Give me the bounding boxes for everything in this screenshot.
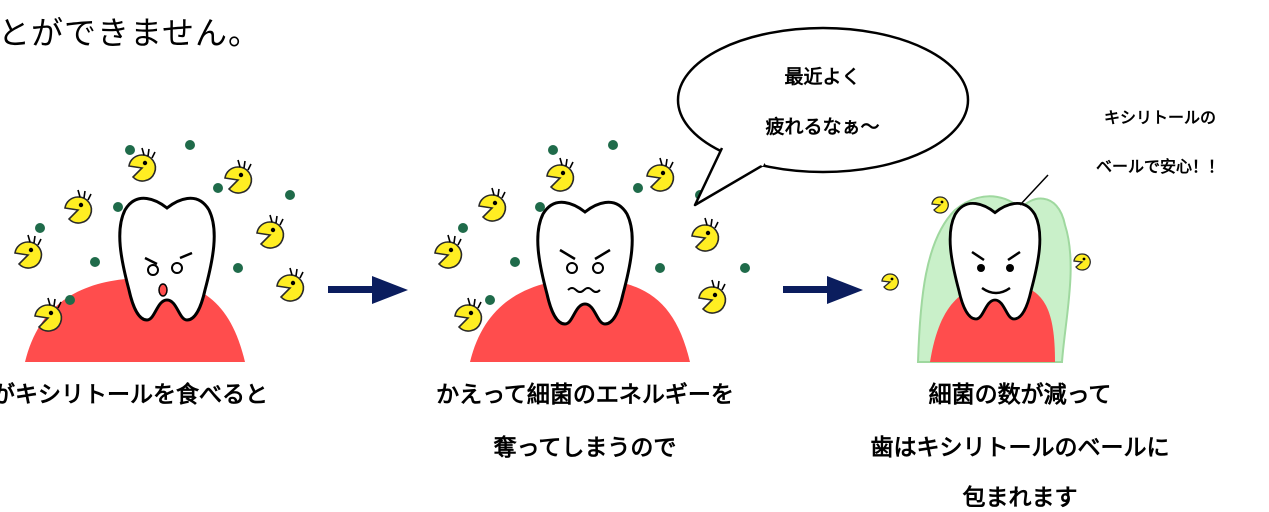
speech-bubble [676, 26, 970, 207]
panel3-caption-line-2: 歯はキシリトールのベールに [870, 435, 1170, 461]
intro-text: とができません。 [0, 14, 262, 52]
panel3-scene [881, 174, 1091, 363]
panel2-caption-line-1: かえって細菌のエネルギーを [436, 382, 734, 408]
panel3-caption-line-3: 包まれます [962, 485, 1078, 511]
arrow-1 [328, 276, 408, 304]
panel2-scene [434, 140, 750, 362]
speech-line-1: 最近よく [784, 66, 861, 88]
arrow-2 [783, 276, 863, 304]
note-pointer-line [1019, 174, 1049, 206]
panel1-caption: がキシリトールを食べると [0, 382, 268, 408]
panel1-scene [14, 140, 305, 362]
speech-line-2: 疲れるなぁ〜 [765, 116, 880, 138]
veil-note-line-2: ベールで安心！！ [1095, 157, 1224, 176]
panel3-caption-line-1: 細菌の数が減って [928, 382, 1112, 408]
gum-2 [470, 278, 690, 362]
panel2-caption-line-2: 奪ってしまうので [493, 435, 677, 461]
bacteria-group-1 [14, 140, 305, 332]
veil-note-line-1: キシリトールの [1103, 108, 1216, 127]
